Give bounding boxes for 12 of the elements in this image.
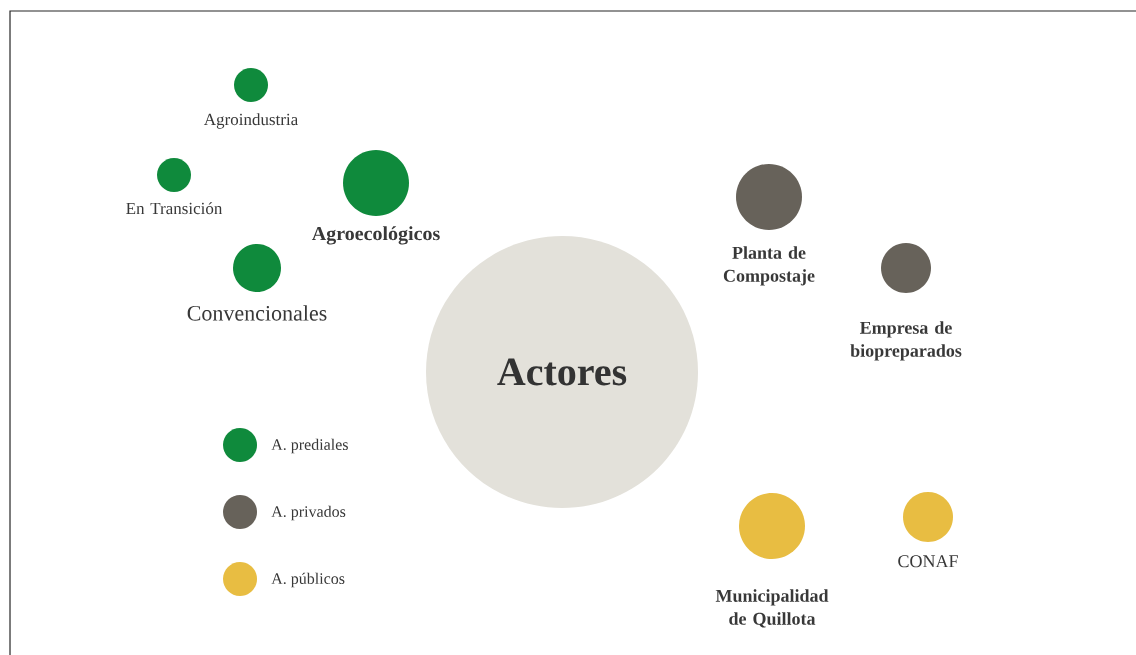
- actor-label: Agroindustria: [203, 113, 298, 129]
- actor-label: Municipalidad de Quillota: [715, 589, 829, 628]
- legend-label: A. públicos: [271, 572, 345, 588]
- actor-label: CONAF: [898, 555, 958, 568]
- text: Actores: [497, 358, 627, 386]
- actor-label: Convencionales: [187, 305, 327, 321]
- actor-label: En Transición: [126, 202, 223, 215]
- actor-label: Planta de Compostaje: [723, 246, 815, 286]
- legend-label: A. prediales: [271, 438, 348, 454]
- actor-label: Agroecológicos: [311, 226, 440, 245]
- actor-label: Empresa de biopreparados: [850, 321, 962, 361]
- legend-label: A. privados: [271, 505, 346, 521]
